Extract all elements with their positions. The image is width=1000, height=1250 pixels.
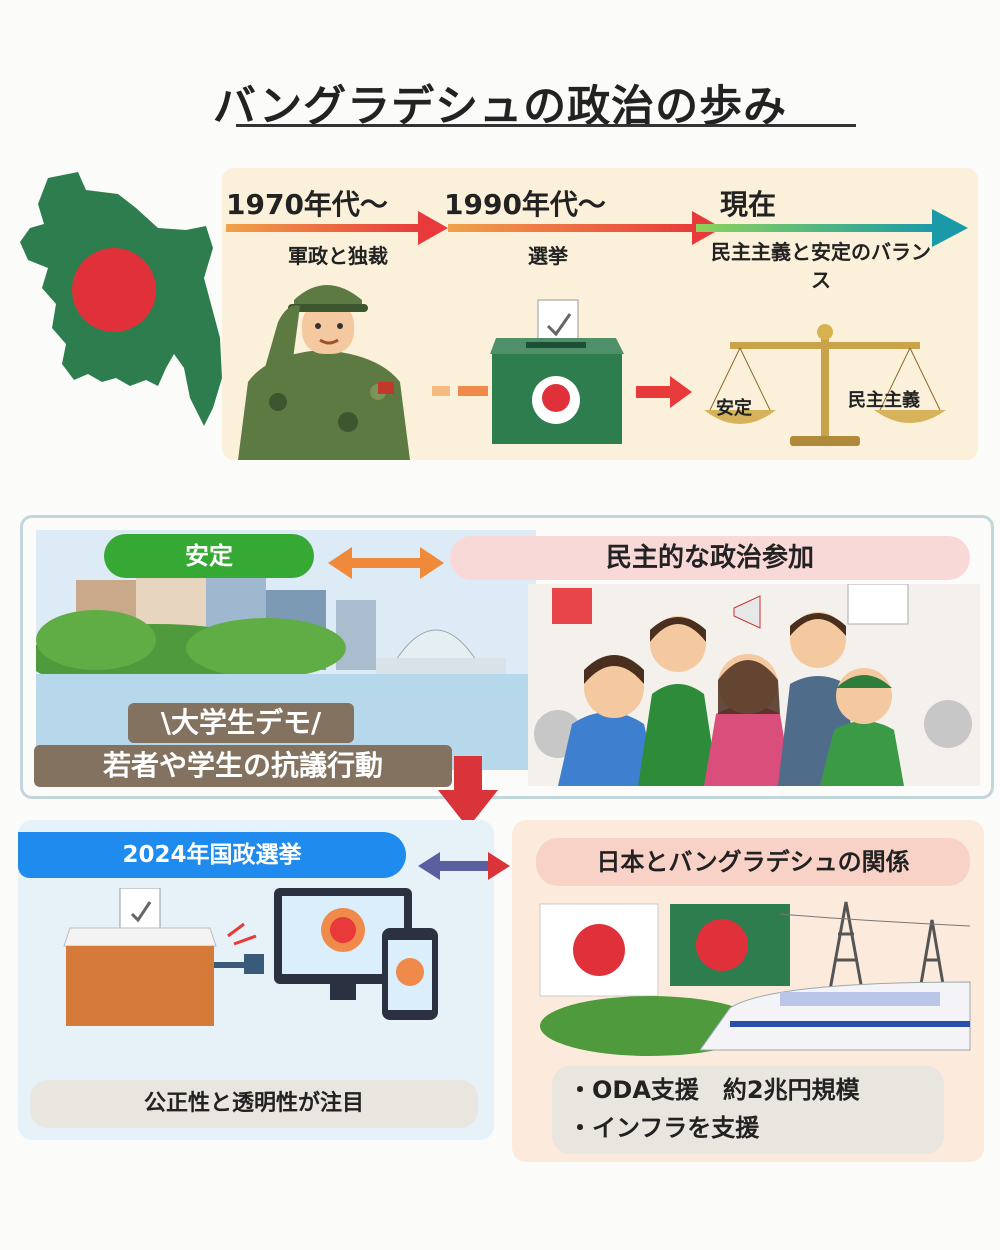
ballot-box-illustration <box>490 299 624 444</box>
double-arrow-icon <box>328 547 444 579</box>
relations-title: 日本とバングラデシュの関係 <box>536 838 970 886</box>
election-title: 2024年国政選挙 <box>18 832 406 878</box>
scale-democracy-label: 民主主義 <box>848 390 920 411</box>
protest-caption: 若者や学生の抗議行動 <box>34 745 452 787</box>
scale-stability-label: 安定 <box>716 398 752 419</box>
caption-military-rule: 軍政と独裁 <box>288 244 388 268</box>
infrastructure-illustration <box>539 901 971 1056</box>
voting-devices-illustration <box>63 888 438 1026</box>
arrow-down-icon <box>438 756 498 828</box>
infrastructure-bullet: ・インフラを支援 <box>568 1114 760 1142</box>
oda-bullet: ・ODA支援 約2兆円規模 <box>568 1076 860 1104</box>
arrow-right-icon <box>636 376 692 408</box>
caption-elections: 選挙 <box>528 244 568 268</box>
double-arrow-icon-2 <box>418 852 510 880</box>
relations-notes: ・ODA支援 約2兆円規模 ・インフラを支援 <box>552 1066 944 1154</box>
student-demo-label: \大学生デモ/ <box>128 703 354 743</box>
caption-balance: 民主主義と安定のバランス <box>711 240 931 292</box>
page-title: バングラデシュの政治の歩み <box>212 82 788 132</box>
scale-illustration <box>704 324 946 446</box>
title-underline <box>236 124 856 127</box>
stability-label: 安定 <box>104 534 314 578</box>
soldier-illustration <box>238 285 410 460</box>
election-note: 公正性と透明性が注目 <box>30 1080 478 1128</box>
bangladesh-map-icon <box>20 172 222 426</box>
era-present: 現在 <box>720 188 777 221</box>
era-1970s: 1970年代〜 <box>226 188 388 221</box>
faded-arrow-icon <box>432 386 488 396</box>
political-participation-label: 民主的な政治参加 <box>450 536 970 580</box>
timeline-arrows <box>226 209 968 247</box>
era-1990s: 1990年代〜 <box>444 188 606 221</box>
protest-crowd-illustration <box>528 584 980 786</box>
